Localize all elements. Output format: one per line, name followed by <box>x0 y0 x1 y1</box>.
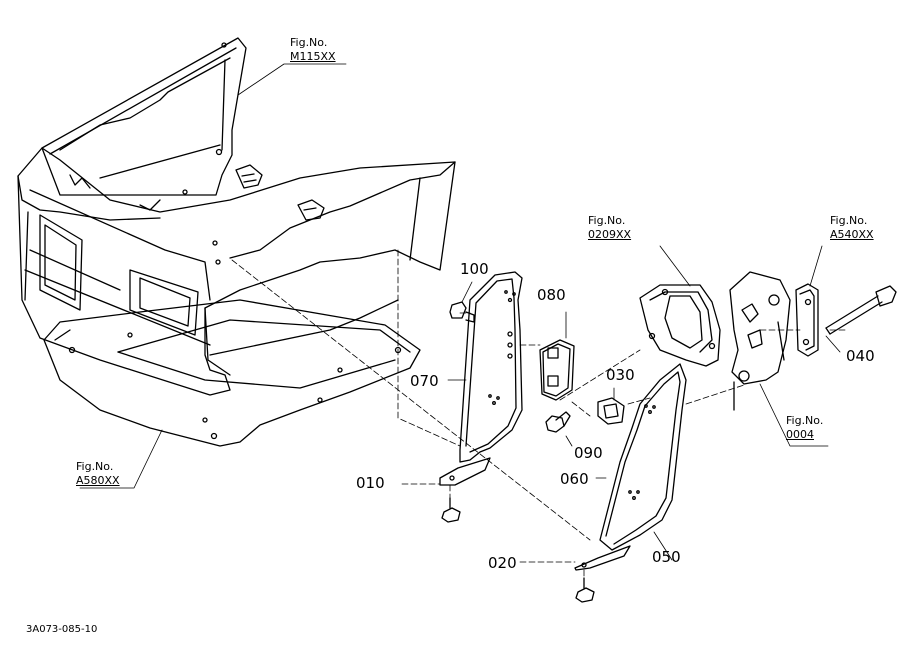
part-070-frame <box>439 271 523 486</box>
part-label-070: 070 <box>410 372 439 390</box>
part-030-rubber <box>597 397 625 425</box>
figref-a540xx-caption: Fig.No. <box>830 214 868 227</box>
component-0209xx <box>639 284 721 367</box>
part-040-bolt <box>825 285 897 335</box>
component-a540xx <box>795 283 819 357</box>
part-080-plate <box>539 339 575 401</box>
figref-m115xx-code[interactable]: M115XX <box>290 50 336 63</box>
figref-0004-caption: Fig.No. <box>786 414 824 427</box>
figref-0004: Fig.No. 0004 <box>786 414 823 442</box>
component-0004 <box>729 271 791 411</box>
bottom-bolts <box>441 497 595 603</box>
part-label-080: 080 <box>537 286 566 304</box>
hood-latches <box>235 164 325 221</box>
figref-a580xx-caption: Fig.No. <box>76 460 114 473</box>
under-plate <box>43 299 421 447</box>
part-label-030: 030 <box>606 366 635 384</box>
part-label-010: 010 <box>356 474 385 492</box>
figref-0004-code[interactable]: 0004 <box>786 428 814 441</box>
figref-m115xx: Fig.No. M115XX <box>290 36 336 64</box>
figref-a580xx: Fig.No. A580XX <box>76 460 120 488</box>
part-label-100: 100 <box>460 260 489 278</box>
part-label-090: 090 <box>574 444 603 462</box>
bonnet-top-panel <box>41 37 247 196</box>
part-label-060: 060 <box>560 470 589 488</box>
figref-a540xx-code[interactable]: A540XX <box>830 228 874 241</box>
figref-0209xx-code[interactable]: 0209XX <box>588 228 632 241</box>
figref-0209xx-caption: Fig.No. <box>588 214 626 227</box>
part-label-020: 020 <box>488 554 517 572</box>
part-090-bolt <box>545 411 571 433</box>
figref-a540xx: Fig.No. A540XX <box>830 214 874 242</box>
part-100-bolt <box>449 301 475 323</box>
part-label-050: 050 <box>652 548 681 566</box>
leader-lines <box>79 63 841 561</box>
figref-m115xx-caption: Fig.No. <box>290 36 328 49</box>
drawing-code: 3A073-085-10 <box>26 624 98 635</box>
part-label-040: 040 <box>846 347 875 365</box>
part-050-frame <box>574 363 687 571</box>
figref-a580xx-code[interactable]: A580XX <box>76 474 120 487</box>
figref-0209xx: Fig.No. 0209XX <box>588 214 631 242</box>
assembly-lines <box>231 249 846 579</box>
front-grille-assembly <box>17 147 456 396</box>
